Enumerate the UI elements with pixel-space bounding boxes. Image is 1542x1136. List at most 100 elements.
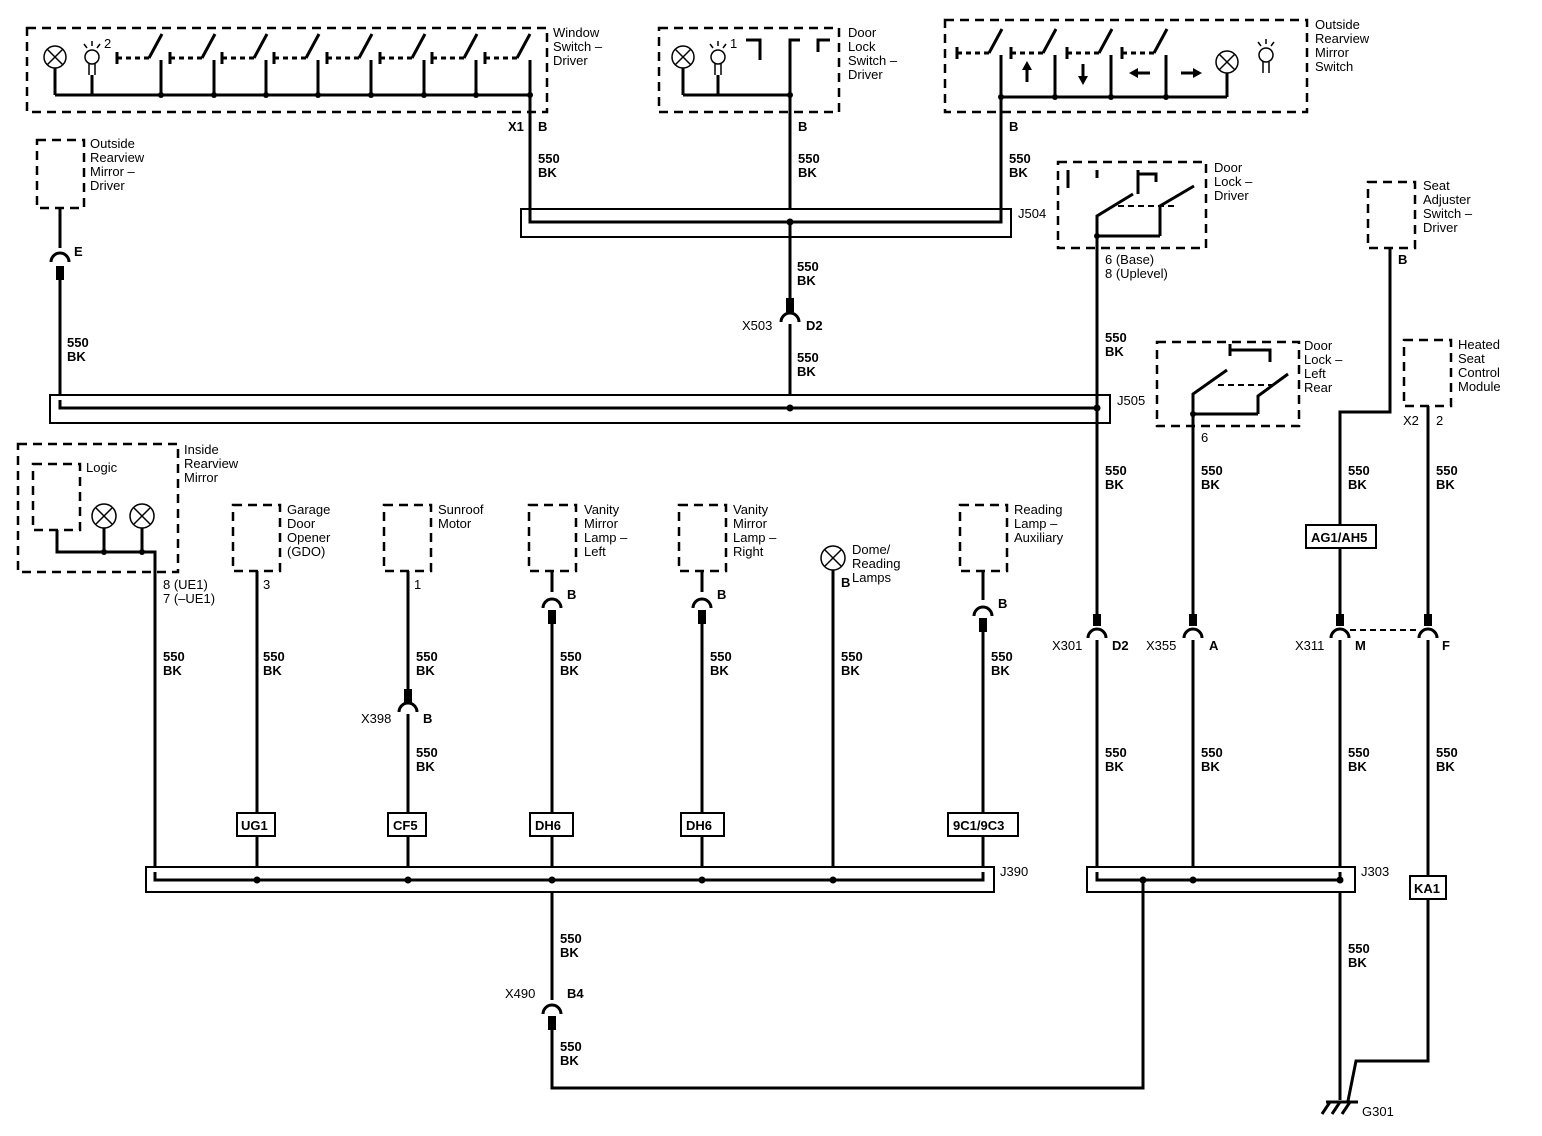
- wire-seat-color: BK: [1348, 477, 1367, 492]
- dome-pin-b: B: [841, 575, 850, 590]
- vml-pin-b: B: [567, 587, 576, 602]
- wire-omd-color: BK: [67, 349, 86, 364]
- wire-sun2-circuit: 550: [416, 745, 438, 760]
- wire-x311f-circuit: 550: [1436, 745, 1458, 760]
- x311-pin-m: M: [1355, 638, 1366, 653]
- arrow-right-icon: [1181, 68, 1202, 78]
- vmr-pin-b: B: [717, 587, 726, 602]
- wire-dld-circuit: 550: [1105, 330, 1127, 345]
- sunroof-pin-1: 1: [414, 577, 421, 592]
- option-ug1-label: UG1: [241, 818, 268, 833]
- wire-x355-circuit: 550: [1201, 745, 1223, 760]
- wire-dld2-color: BK: [1105, 477, 1124, 492]
- wire-window-circuit: 550: [538, 151, 560, 166]
- j390-label: J390: [1000, 864, 1028, 879]
- bulb-pin-1: 1: [730, 36, 737, 51]
- wire-a-color: BK: [797, 273, 816, 288]
- wire-b-circuit: 550: [797, 350, 819, 365]
- x311-connector: X311: [1295, 638, 1324, 653]
- wire-vml-circuit: 550: [560, 649, 582, 664]
- wire-x311m-circuit: 550: [1348, 745, 1370, 760]
- wire-dome-circuit: 550: [841, 649, 863, 664]
- wire-x301-circuit: 550: [1105, 745, 1127, 760]
- x1-connector: X1: [508, 119, 524, 134]
- led-icon: [1257, 39, 1275, 73]
- wire-irm-circuit: 550: [163, 649, 185, 664]
- wire-sun2-color: BK: [416, 759, 435, 774]
- wire-rla-circuit: 550: [991, 649, 1013, 664]
- x355-pin-a: A: [1209, 638, 1219, 653]
- led-icon: [709, 41, 727, 75]
- wire-omd-circuit: 550: [67, 335, 89, 350]
- option-dh6-left-label: DH6: [535, 818, 561, 833]
- wire-vmr-circuit: 550: [710, 649, 732, 664]
- option-dh6-right-label: DH6: [686, 818, 712, 833]
- x355-connector: X355: [1146, 638, 1176, 653]
- outside-mirror-switch-pin-b: B: [1009, 119, 1018, 134]
- wire-dld2-circuit: 550: [1105, 463, 1127, 478]
- splice-j390: J390: [145, 864, 1028, 893]
- wire-dllr-color: BK: [1201, 477, 1220, 492]
- wire-dld-color: BK: [1105, 344, 1124, 359]
- connector-row-right: X301 D2 X355 A X311 M F 550 BK 550 BK 55…: [1052, 614, 1458, 1100]
- wire-ground-circuit: 550: [1348, 941, 1370, 956]
- wire-oms-circuit: 550: [1009, 151, 1031, 166]
- splice-j504: J504: [520, 205, 1046, 238]
- wire-x301-color: BK: [1105, 759, 1124, 774]
- wire-hs-circuit: 550: [1436, 463, 1458, 478]
- splice-j303: J303: [1086, 864, 1389, 893]
- wire-dls-circuit: 550: [798, 151, 820, 166]
- x503-connector: X503: [742, 318, 772, 333]
- x398-connector: X398: [361, 711, 391, 726]
- seat-adjuster-pin-b: B: [1398, 252, 1407, 267]
- j504-label: J504: [1018, 206, 1046, 221]
- arrow-left-icon: [1129, 68, 1150, 78]
- wire-gdo-color: BK: [263, 663, 282, 678]
- x398-pin-b: B: [423, 711, 432, 726]
- door-lock-lr-pin-6: 6: [1201, 430, 1208, 445]
- option-ka1: KA1: [1346, 875, 1447, 1102]
- wire-x490b-circuit: 550: [560, 1039, 582, 1054]
- wire-dome-color: BK: [841, 663, 860, 678]
- wire-x490a-circuit: 550: [560, 931, 582, 946]
- wire-sun-circuit: 550: [416, 649, 438, 664]
- wire-sun-color: BK: [416, 663, 435, 678]
- wire-dllr-circuit: 550: [1201, 463, 1223, 478]
- j505-label: J505: [1117, 393, 1145, 408]
- option-ag1-ah5: AG1/AH5: [1305, 524, 1377, 549]
- arrow-down-icon: [1078, 64, 1088, 85]
- outside-mirror-driver-pin-e: E: [74, 244, 83, 259]
- x311-pin-f: F: [1442, 638, 1450, 653]
- wire-x311m-color: BK: [1348, 759, 1367, 774]
- wire-vmr-color: BK: [710, 663, 729, 678]
- wire-seat-circuit: 550: [1348, 463, 1370, 478]
- heated-seat-pin-2: 2: [1436, 413, 1443, 428]
- wire-x355-color: BK: [1201, 759, 1220, 774]
- wire-j504-j505: 550 BK X503 D2 550 BK: [742, 222, 823, 408]
- wire-dls-color: BK: [798, 165, 817, 180]
- x301-connector: X301: [1052, 638, 1082, 653]
- led-icon: [83, 41, 101, 75]
- wire-gdo-circuit: 550: [263, 649, 285, 664]
- x490-connector: X490: [505, 986, 535, 1001]
- ground-g301: G301: [1320, 1100, 1394, 1119]
